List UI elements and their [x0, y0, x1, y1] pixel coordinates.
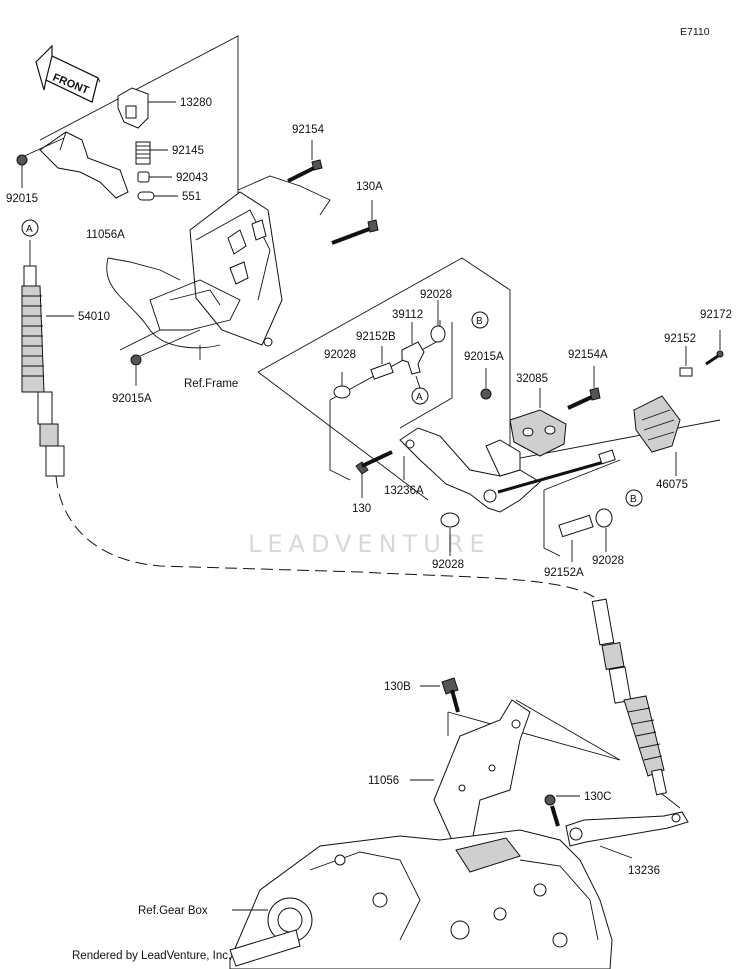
callout-92154: 92154 [292, 124, 325, 136]
collar-92152b-icon [370, 362, 394, 380]
callout-11056a: 11056A [86, 229, 125, 241]
callout-92028-right: 92028 [592, 555, 624, 567]
marker-b-bottom: B [625, 489, 643, 507]
bracket-box-line [447, 711, 621, 761]
callout-130c: 130C [584, 791, 612, 803]
callout-92152b: 92152B [356, 331, 396, 343]
callout-130b: 130B [384, 681, 411, 693]
switch-13280 [117, 87, 176, 129]
callout-46075: 46075 [656, 479, 688, 491]
gear-box [229, 829, 613, 969]
callout-13236: 13236 [628, 865, 660, 877]
callout-ref-gear-box: Ref.Gear Box [138, 905, 208, 917]
marker-a-mid: A [411, 375, 429, 405]
callout-130: 130 [352, 503, 371, 515]
lever-bracket-13236a [399, 427, 616, 513]
nut-92015a-icon [130, 354, 142, 366]
callout-32085: 32085 [516, 373, 548, 385]
svg-text:B: B [630, 494, 637, 505]
callout-92028-left: 92028 [324, 349, 356, 361]
callout-92028-bottom: 92028 [432, 559, 464, 571]
pin-92152-icon [679, 367, 693, 377]
bolt-130c [544, 794, 580, 827]
svg-text:A: A [26, 224, 33, 235]
bolt-130a [331, 200, 379, 245]
bolt-130 [355, 450, 393, 498]
footer-credit: Rendered by LeadVenture, Inc. [72, 950, 232, 962]
frame-assembly [39, 35, 331, 360]
callout-54010: 54010 [78, 311, 110, 323]
callout-130a: 130A [356, 181, 383, 193]
washer-92028-right-icon [595, 508, 613, 528]
damper-32085 [509, 388, 567, 457]
bracket-11056a [19, 131, 129, 199]
callout-92015: 92015 [6, 193, 38, 205]
screw-92172-icon [705, 330, 724, 366]
callout-ref-frame: Ref.Frame [184, 378, 238, 390]
washer-92028-bottom-icon [440, 512, 460, 528]
marker-b-top: B [471, 311, 489, 329]
washer-92028-top-icon [430, 325, 446, 343]
svg-text:B: B [476, 316, 483, 327]
spring-92145 [135, 141, 178, 201]
cable-end-lower [591, 598, 681, 809]
callout-92015a-left: 92015A [112, 393, 152, 405]
bolt-92154a [567, 366, 601, 410]
diagram-code: E7110 [680, 26, 710, 38]
shift-knob-46075 [633, 395, 681, 476]
collar-92152a-icon [558, 514, 594, 538]
callout-92028-top: 92028 [420, 289, 452, 301]
callout-92152a: 92152A [544, 567, 584, 579]
joint-39112-icon [401, 341, 425, 375]
callout-13236a: 13236A [384, 485, 424, 497]
nut-92015-icon [16, 154, 28, 166]
watermark: LEADVENTURE [248, 530, 491, 558]
shifter-box-top [257, 257, 511, 373]
shifter-box-left [257, 371, 429, 501]
lever-13236 [565, 811, 689, 859]
callout-39112: 39112 [392, 309, 423, 321]
callout-92043: 92043 [176, 172, 208, 184]
bolt-92154 [287, 140, 323, 183]
callout-92015a-mid: 92015A [464, 351, 504, 363]
nut-92015a-mid-icon [480, 388, 492, 400]
callout-92152: 92152 [664, 333, 696, 345]
svg-text:A: A [416, 392, 423, 403]
shift-cable-54010 [21, 240, 599, 601]
callout-13280: 13280 [180, 97, 212, 109]
callout-92154a: 92154A [568, 349, 608, 361]
marker-a-top: A [21, 219, 39, 237]
washer-92028-icon [333, 385, 351, 399]
callout-92145: 92145 [172, 145, 204, 157]
front-arrow-icon: FRONT [35, 44, 101, 103]
callout-551: 551 [182, 191, 201, 203]
callout-11056: 11056 [368, 775, 399, 787]
callout-92172: 92172 [700, 309, 732, 321]
bolt-130b [420, 677, 460, 713]
